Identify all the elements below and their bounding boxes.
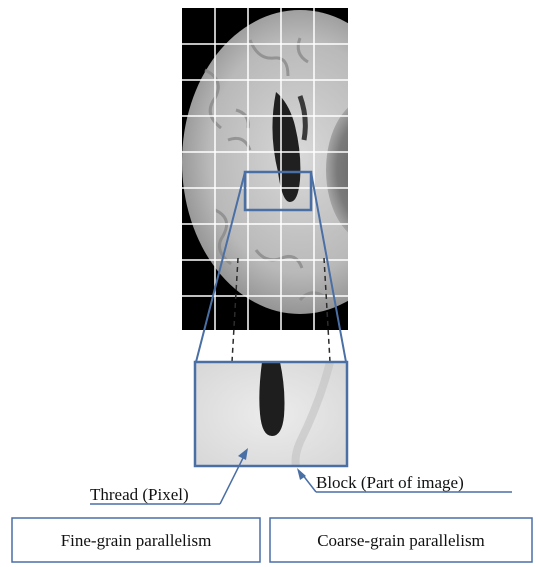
lesion-region [326, 98, 414, 242]
block-label: Block (Part of image) [316, 473, 464, 492]
thread-label: Thread (Pixel) [90, 485, 189, 504]
fine-grain-box: Fine-grain parallelism [12, 518, 260, 562]
block-annotation: Block (Part of image) [297, 468, 512, 492]
zoomed-block [195, 362, 347, 466]
coarse-grain-box: Coarse-grain parallelism [270, 518, 532, 562]
coarse-grain-label: Coarse-grain parallelism [317, 531, 485, 550]
zoomed-ventricle [259, 362, 284, 436]
fine-grain-label: Fine-grain parallelism [61, 531, 212, 550]
